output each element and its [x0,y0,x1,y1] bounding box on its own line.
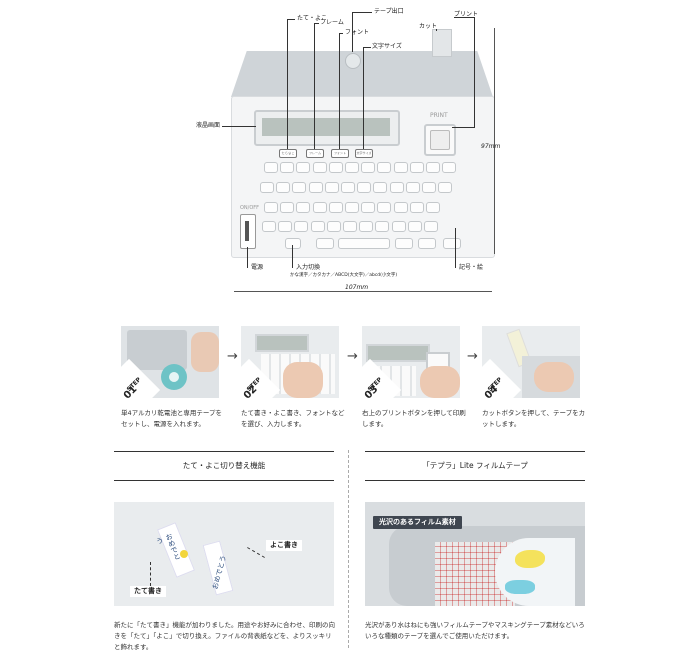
section-right-desc: 光沢があり水はねにも強いフィルムテープやマスキングテープ素材などいろいろな種類の… [365,621,585,640]
print-button [424,124,456,156]
fkey-vertical: たて/よこ [279,149,297,158]
onoff-label: ON/OFF [240,205,260,211]
key [316,238,334,249]
callout-vertical: たて書き [130,586,166,597]
key [377,162,392,173]
label-cut: カット [419,23,438,30]
section-left-image: おめでとう おめでとう たて書き よこ書き [114,502,334,606]
key [438,182,453,193]
key [418,238,436,249]
label-frame: フレーム [320,19,344,26]
label-char-size: 文字サイズ [372,43,402,50]
label-tape-exit: テープ出口 [374,8,404,15]
cut-lever [432,29,452,57]
key [296,202,311,213]
key [280,162,295,173]
key [442,162,457,173]
key [264,202,278,213]
key [296,162,311,173]
label-print: プリント [454,11,479,18]
step-4-image: STEP 04 [482,326,580,398]
callout-horizontal: よこ書き [266,540,302,551]
key [409,202,424,213]
dim-height: 97mm [481,143,501,150]
key [426,162,440,173]
key [389,182,404,193]
key [264,162,278,173]
key [443,238,461,249]
label-vertical-horizontal: たて・よこ [297,15,328,22]
dim-width: 107mm [343,284,371,291]
label-font: フォント [345,29,370,36]
device-top-housing [231,51,493,97]
section-divider [348,450,349,648]
step-3-desc: 右上のプリントボタンを押して印刷します。 [362,409,466,428]
fkey-font: フォント [331,149,349,158]
key [312,162,327,173]
key [345,202,359,213]
section-right-title: 「テプラ」Lite フィルムテープ [422,461,528,470]
key [312,202,327,213]
fkey-size: 文字サイズ [355,149,373,158]
key [359,221,374,232]
step-1-desc: 単4アルカリ乾電池と専用テープをセットし、電源を入れます。 [121,409,222,428]
key [294,221,309,232]
key [343,221,357,232]
key [391,221,406,232]
step-4-desc: カットボタンを押して、テープをカットします。 [482,409,586,428]
step-3-image: STEP 03 [362,326,460,398]
key [426,202,440,213]
key [260,182,274,193]
lcd-screen [254,110,400,146]
key [310,221,325,232]
key [324,182,339,193]
step-arrow: → [467,349,478,364]
step-2-desc: たて書き・よこ書き、フォントなどを選び、入力します。 [241,409,345,428]
key [328,162,343,173]
step-arrow: → [347,349,358,364]
label-lcd: 液晶画面 [196,122,221,129]
section-left-title: たて・よこ切り替え機能 [182,461,266,470]
label-power: 電源 [251,264,264,271]
key [407,221,422,232]
callout-film: 光沢のあるフィルム素材 [373,516,462,529]
key [375,221,390,232]
label-input-switch-sub: かな漢字／カタカナ／ABCD(大文字)／abcd(小文字) [290,273,398,278]
section-right-image: 光沢のあるフィルム素材 [365,502,585,606]
key [424,221,438,232]
power-switch [240,214,256,249]
key [276,182,291,193]
key [422,182,436,193]
print-key-label: PRINT [430,112,448,119]
fkey-frame: フレーム [306,149,324,158]
label-symbol: 記号・絵 [459,264,484,271]
key [328,202,343,213]
key [338,238,390,249]
key [393,162,408,173]
key [341,182,355,193]
key [292,182,307,193]
step-2-image: STEP 02 [241,326,339,398]
key [377,202,392,213]
key [278,221,293,232]
key [345,162,359,173]
key [409,162,424,173]
key [262,221,276,232]
section-left-desc: 新たに「たて書き」機能が加わりました。用途やお好みに合わせ、印刷の向きを「たて」… [114,621,335,651]
step-arrow: → [227,349,238,364]
key [373,182,388,193]
key [393,202,408,213]
key [326,221,341,232]
key [405,182,420,193]
step-1-image: STEP 01 [121,326,219,398]
key [308,182,323,193]
key [357,182,372,193]
key [361,162,376,173]
key [280,202,295,213]
label-input-switch: 入力切換 [296,264,321,271]
tape-exit-dial [345,53,361,69]
key [285,238,301,249]
key [395,238,413,249]
key [361,202,376,213]
